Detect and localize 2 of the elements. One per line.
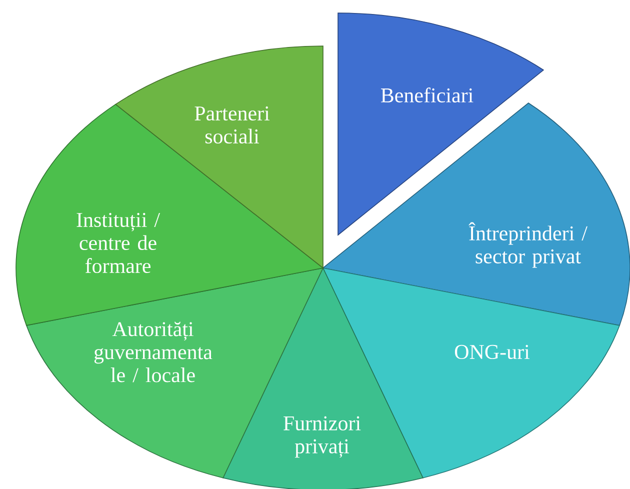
pie-slice: Furnizori privați xyxy=(222,268,424,489)
pie-slice: Întreprinderi / sector privat xyxy=(322,102,630,326)
